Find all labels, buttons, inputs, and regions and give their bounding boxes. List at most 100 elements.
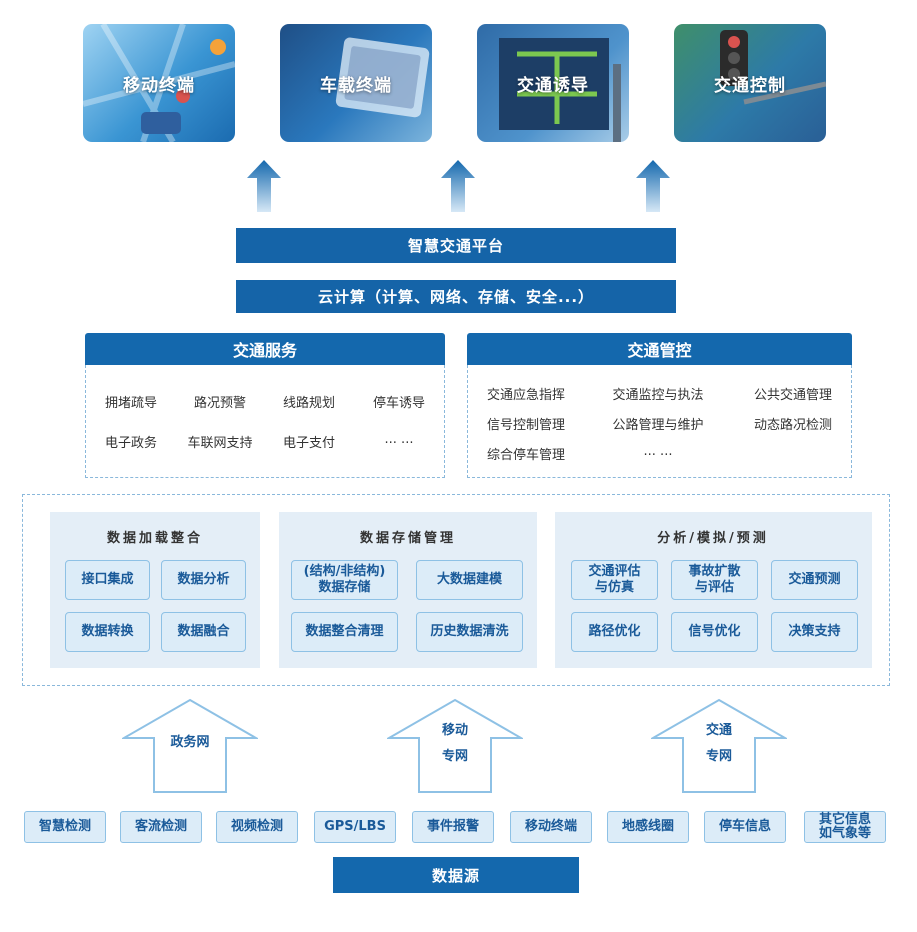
data-loading-title: 数据加载整合	[106, 531, 204, 546]
service-item: 拥堵疏导	[104, 396, 158, 411]
data-source-label: 数据源	[431, 866, 480, 885]
source-text: 视频检测	[230, 819, 283, 834]
tablet-icon	[335, 37, 430, 118]
source-chip: 智慧检测	[24, 811, 106, 843]
service-item: 车联网支持	[187, 436, 253, 451]
data-storage-title: 数据存储管理	[359, 531, 457, 546]
source-chip: 客流检测	[120, 811, 202, 843]
network-text: 交通	[705, 723, 733, 738]
data-chip: 路径优化	[571, 612, 658, 652]
terminal-card-vehicle: 车载终端	[280, 24, 432, 142]
up-arrow-icon	[247, 160, 281, 212]
control-item: 动态路况检测	[753, 418, 833, 433]
control-item: 综合停车管理	[486, 448, 566, 463]
data-chip: 事故扩散 与评估	[671, 560, 758, 600]
service-item: 停车诱导	[372, 396, 426, 411]
chip-text: 路径优化	[588, 624, 641, 639]
data-chip: 数据融合	[161, 612, 246, 652]
data-source-bar: 数据源	[333, 857, 579, 893]
network-text: 政务网	[170, 735, 210, 750]
network-label-gov: 政务网	[170, 730, 209, 756]
source-chip: 其它信息 如气象等	[804, 811, 886, 843]
source-chip: 事件报警	[412, 811, 494, 843]
road-sign-icon	[499, 38, 621, 142]
chip-text: 事故扩散	[688, 564, 741, 579]
chip-text: 数据转换	[81, 624, 134, 639]
traffic-service-panel	[85, 365, 445, 478]
network-label-mobile: 移动 专网	[442, 718, 468, 770]
cloud-title: 云计算（计算、网络、存储、安全...）	[317, 288, 595, 306]
hollow-up-arrow-icon	[387, 698, 523, 793]
source-text: GPS/LBS	[324, 819, 386, 834]
traffic-control-title: 交通管控	[627, 341, 692, 360]
service-item: 电子支付	[282, 436, 336, 451]
terminal-label: 交通控制	[714, 75, 786, 96]
chip-text: 交通评估	[588, 564, 641, 579]
terminal-card-guidance: 交通诱导	[477, 24, 629, 142]
service-item: ... ...	[384, 432, 414, 447]
source-text: 事件报警	[426, 819, 479, 834]
traffic-light-icon	[720, 30, 826, 105]
data-chip: 历史数据清洗	[416, 612, 523, 652]
source-text: 客流检测	[134, 819, 187, 834]
control-item: 交通监控与执法	[612, 388, 704, 403]
source-text: 智慧检测	[38, 819, 91, 834]
data-chip: 数据转换	[65, 612, 150, 652]
chip-text: 历史数据清洗	[430, 624, 509, 639]
service-item: 路况预警	[193, 396, 247, 411]
up-arrow-icon	[441, 160, 475, 212]
data-chip: 接口集成	[65, 560, 150, 600]
chip-text: 数据存储	[318, 580, 371, 595]
platform-title: 智慧交通平台	[407, 237, 504, 255]
control-item: 交通应急指挥	[486, 388, 566, 403]
chip-text: (结构/非结构)	[303, 564, 386, 579]
chip-text: 数据整合清理	[305, 624, 384, 639]
terminal-card-mobile: 移动终端	[83, 24, 235, 142]
source-chip: GPS/LBS	[314, 811, 396, 843]
network-text: 移动	[441, 723, 469, 738]
terminal-label: 移动终端	[123, 75, 195, 96]
smart-traffic-platform: 智慧交通平台	[236, 228, 676, 263]
data-chip: 交通评估 与仿真	[571, 560, 658, 600]
source-text: 移动终端	[524, 819, 577, 834]
source-text: 如气象等	[818, 826, 871, 841]
source-text: 地感线圈	[621, 819, 674, 834]
hollow-up-arrow-icon	[651, 698, 787, 793]
map-pin-icon	[83, 24, 235, 142]
chip-text: 交通预测	[788, 572, 841, 587]
chip-text: 数据融合	[177, 624, 230, 639]
cloud-computing-band: 云计算（计算、网络、存储、安全...）	[236, 280, 676, 313]
chip-text: 信号优化	[688, 624, 741, 639]
hollow-up-arrow-icon	[122, 698, 258, 793]
chip-text: 与评估	[694, 580, 734, 595]
network-label-traffic: 交通 专网	[706, 718, 732, 770]
network-text: 专网	[441, 749, 469, 764]
terminal-card-control: 交通控制	[674, 24, 826, 142]
traffic-service-header: 交通服务	[85, 333, 445, 365]
control-item: 信号控制管理	[486, 418, 566, 433]
data-layer-frame	[22, 494, 890, 686]
source-text: 其它信息	[818, 812, 871, 827]
data-chip: 交通预测	[771, 560, 858, 600]
terminal-label: 交通诱导	[517, 75, 589, 96]
data-chip: 决策支持	[771, 612, 858, 652]
chip-text: 数据分析	[177, 572, 230, 587]
data-chip: (结构/非结构) 数据存储	[291, 560, 398, 600]
chip-text: 决策支持	[788, 624, 841, 639]
source-chip: 移动终端	[510, 811, 592, 843]
data-chip: 数据分析	[161, 560, 246, 600]
service-item: 线路规划	[282, 396, 336, 411]
source-chip: 地感线圈	[607, 811, 689, 843]
traffic-control-header: 交通管控	[467, 333, 852, 365]
service-item: 电子政务	[104, 436, 158, 451]
control-item: 公路管理与维护	[612, 418, 704, 433]
source-text: 停车信息	[718, 819, 771, 834]
network-text: 专网	[705, 749, 733, 764]
terminal-label: 车载终端	[320, 75, 392, 96]
traffic-control-panel	[467, 365, 852, 478]
chip-text: 接口集成	[81, 572, 134, 587]
source-chip: 视频检测	[216, 811, 298, 843]
up-arrow-icon	[636, 160, 670, 212]
control-item: ... ...	[643, 444, 673, 459]
chip-text: 与仿真	[594, 580, 634, 595]
